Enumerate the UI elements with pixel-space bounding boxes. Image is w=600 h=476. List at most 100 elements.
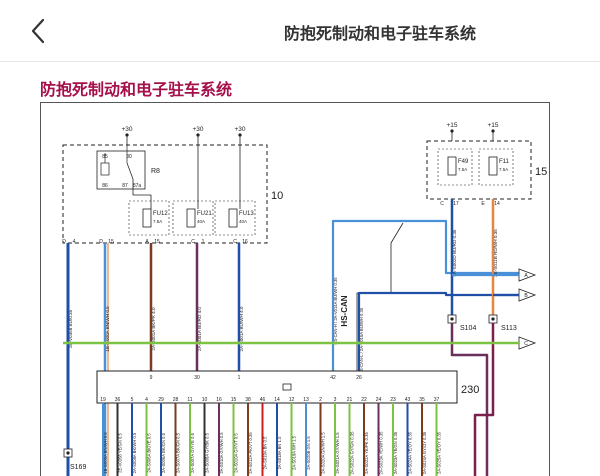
bottom-wire-label: 2A-S012A PK/VT 0.35 xyxy=(248,432,253,474)
relay-r8-label: R8 xyxy=(151,168,160,175)
splice-label: S169 xyxy=(70,464,86,471)
box-10-pin-letter: C xyxy=(191,239,195,245)
box-10-pin-letter: D xyxy=(62,239,66,245)
module-bottom-pin: 5 xyxy=(131,397,134,403)
module-bottom-pin: 38 xyxy=(245,397,251,403)
wiring-diagram: 10+30+30+30R88530868787aFU127.5AFU2140AF… xyxy=(40,102,550,476)
relay-pin: 87 xyxy=(122,183,128,189)
fuse-name: F49 xyxy=(458,159,469,165)
wiring-diagram-svg: 10+30+30+30R88530868787aFU127.5AFU2140AF… xyxy=(62,122,547,476)
supply-label: +15 xyxy=(446,122,457,129)
fuse-rating: 40A xyxy=(239,219,247,224)
bottom-wire-label: 2A-S010A GY/VT 0.5 xyxy=(234,433,239,473)
bottom-wire-label: 2A-S007A GY/YE 0.5 xyxy=(190,432,195,472)
fuse-rating: 7.5A xyxy=(153,219,162,224)
can-low-wire xyxy=(357,291,519,371)
fuse-holder xyxy=(478,148,514,186)
relay-pin: 86 xyxy=(102,183,108,189)
fuse-box-15 xyxy=(426,140,532,200)
relay-switch xyxy=(126,162,134,180)
module-bottom-pin: 35 xyxy=(419,397,425,403)
can-high-label: HS-CAN-H / 2A-V014A BU/WH 0.35 xyxy=(333,277,338,345)
relay-pin: 87a xyxy=(133,183,142,189)
bottom-wire-label: 2A-S021A GY/WH 1.5 xyxy=(335,432,340,474)
module-230-number: 230 xyxy=(461,384,479,396)
bus-node xyxy=(195,341,199,345)
bottom-wire-label: 2A-S022A GY/GN 0.35 xyxy=(350,431,355,475)
fuse-rating: 7.5A xyxy=(458,167,467,172)
module-bottom-pin: 4 xyxy=(145,397,148,403)
can-high-wire xyxy=(331,219,519,371)
connector-label: B xyxy=(524,293,528,299)
bottom-wire-label: 2A-S007A BK/GN 0.5 xyxy=(176,432,181,473)
fuse-element xyxy=(488,156,498,176)
fuse-element xyxy=(447,156,457,176)
bottom-wire-label: 2A-S006A BK/GN 0.5 xyxy=(161,432,166,473)
module-bottom-pin: 21 xyxy=(347,397,353,403)
bottom-wire-label: 2A-S024A GY/OY 0.35 xyxy=(422,431,427,474)
wire-label: 1B-G000A BN/WH 0.5 xyxy=(105,306,110,352)
back-button[interactable] xyxy=(24,16,54,46)
fuse-rating: 40A xyxy=(197,219,205,224)
bottom-wire-label: 2A-S019A BN 0.5 xyxy=(263,436,268,469)
box-15-pin-number: 17 xyxy=(453,201,459,207)
module-top-pin: 26 xyxy=(356,375,362,381)
splice-dot xyxy=(66,451,70,455)
box-15-pin-letter: E xyxy=(481,201,485,207)
fuse-name: FU21 xyxy=(197,211,212,217)
box-10-pin-letter: D xyxy=(99,239,103,245)
bus-node xyxy=(149,341,153,345)
box-15-pin-number: 14 xyxy=(494,201,500,207)
module-bottom-pin: 37 xyxy=(434,397,440,403)
bottom-wire-label: 2A-S023A YE/GN 0.35 xyxy=(393,431,398,474)
module-bottom-pin: 10 xyxy=(202,397,208,403)
hs-can-label: HS-CAN xyxy=(340,295,349,326)
splice-label: S104 xyxy=(460,325,476,332)
fuse-box-10 xyxy=(62,144,268,244)
fuse-holder xyxy=(214,200,256,236)
module-bottom-pin: 3 xyxy=(334,397,337,403)
bottom-wire-label: 2A-S023A YE/WH 0.35 xyxy=(379,431,384,475)
module-bottom-pin: 46 xyxy=(260,397,266,403)
bottom-wire-label: 2E-V0358 YE/GN 0.5 xyxy=(118,432,123,472)
module-bottom-pin: 24 xyxy=(376,397,382,403)
bottom-wire-label: 2A-S008A GY/BK 0.5 xyxy=(205,432,210,472)
box-10-pin-number: 15 xyxy=(108,239,114,245)
splice-dot xyxy=(491,317,495,321)
box-15-pin-letter: C xyxy=(440,201,444,207)
box-10-pin-letter: C xyxy=(233,239,237,245)
bottom-wire-label: 2A-S024A YE/OY 0.35 xyxy=(408,431,413,474)
wire-label: 2E-S011B RD/WH 0.35 xyxy=(493,229,498,277)
wire-label: 2A-S001A BU/WH 4.0 xyxy=(239,306,244,351)
module-top-pin: 9 xyxy=(150,375,153,381)
can-low-label: HS-CAN-L / 2A-V015A BU/WH 0.35 xyxy=(359,307,364,374)
module-bottom-pin: 14 xyxy=(274,397,280,403)
module-bottom-pin: 12 xyxy=(289,397,295,403)
module-230 xyxy=(96,370,458,404)
module-bottom-pin: 23 xyxy=(390,397,396,403)
fuse-holder xyxy=(172,200,214,236)
module-top-pin: 30 xyxy=(194,375,200,381)
page-title: 防抱死制动和电子驻车系统 xyxy=(283,24,476,43)
module-bottom-pin: 16 xyxy=(216,397,222,403)
fuse-box-15-number: 15 xyxy=(535,166,547,178)
relay-to-fuse xyxy=(132,179,152,209)
box-10-pin-number: 4 xyxy=(73,239,76,245)
wire-label: 6A-S002D BU/RD 0.35 xyxy=(452,229,457,276)
module-bottom-pin: 13 xyxy=(303,397,309,403)
splice-label: S113 xyxy=(501,325,517,332)
section-title: 防抱死制动和电子驻车系统 xyxy=(40,80,233,99)
connector-label: C xyxy=(524,341,528,347)
wire-label: 2E-V0358 BU/0.35 xyxy=(68,309,73,348)
fuse-name: FU12 xyxy=(153,211,168,217)
connector-label: A xyxy=(524,273,528,279)
module-bottom-pin: 19 xyxy=(100,397,106,403)
bottom-wire-label: 2A-S006A BK/YE 0.5 xyxy=(147,433,152,473)
chevron-left-icon xyxy=(31,18,45,44)
bottom-wire-label: 2A-S010A GY/WH 0.5 xyxy=(219,432,224,474)
bottom-wire-label: 2A-S008A BK/WH 0.5 xyxy=(132,432,137,473)
bottom-wire-label: 2A-S020B GN 1.5 xyxy=(306,436,311,470)
supply-label: +30 xyxy=(234,126,245,133)
box-10-pin-number: 16 xyxy=(242,239,248,245)
supply-label: +15 xyxy=(487,122,498,129)
